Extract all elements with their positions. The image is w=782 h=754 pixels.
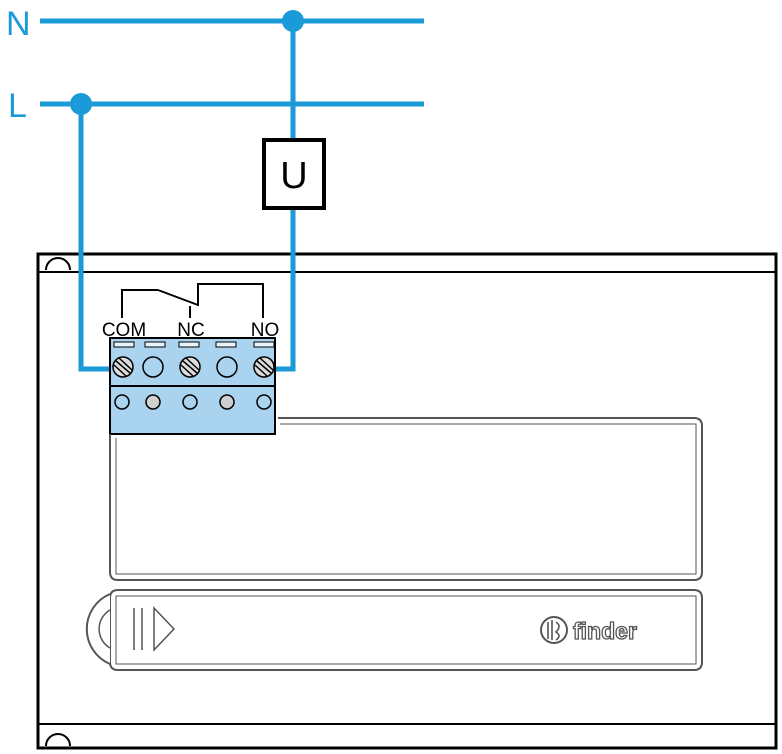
nc-contact-label: NC xyxy=(177,320,204,341)
terminal-block xyxy=(109,337,276,435)
display-window xyxy=(109,417,703,581)
lower-hole-1 xyxy=(114,394,130,410)
com-contact-label: COM xyxy=(102,320,146,341)
relay-housing xyxy=(36,252,778,750)
live-to-com-wire xyxy=(78,104,116,372)
label-panel xyxy=(85,589,703,671)
lower-hole-5 xyxy=(256,394,272,410)
live-line-label: L xyxy=(8,87,27,125)
load-box xyxy=(262,138,326,210)
no-contact-label: NO xyxy=(251,320,280,341)
nc-terminal-screw xyxy=(179,356,201,378)
slide-arrow-icon xyxy=(133,606,176,652)
load-label: U xyxy=(280,155,307,197)
finder-logo-icon xyxy=(540,616,568,644)
lower-hole-2 xyxy=(145,394,161,410)
finder-logo: finder xyxy=(540,616,638,645)
terminal-open-1 xyxy=(142,356,164,378)
lower-hole-3 xyxy=(182,394,198,410)
contact-schematic xyxy=(121,283,264,318)
lower-hole-4 xyxy=(219,394,235,410)
no-terminal-screw xyxy=(253,356,275,378)
terminal-open-2 xyxy=(216,356,238,378)
neutral-line-label: N xyxy=(6,5,31,43)
mounting-hole-bottom-left xyxy=(45,733,71,747)
mounting-hole-top-left xyxy=(45,257,71,271)
finder-logo-text: finder xyxy=(573,618,637,644)
load-to-no-wire xyxy=(268,208,296,372)
com-terminal-screw xyxy=(112,356,134,378)
